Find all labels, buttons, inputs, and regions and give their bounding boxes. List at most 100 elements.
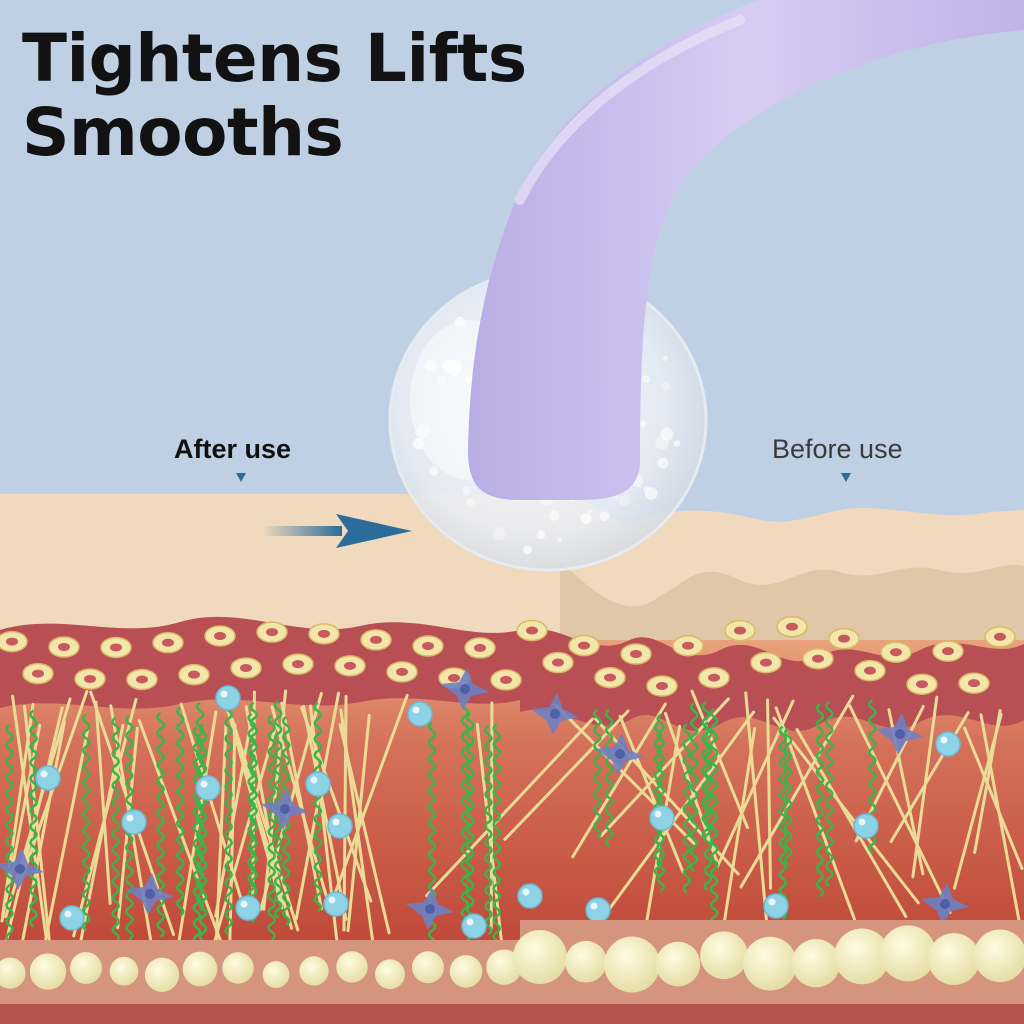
cell-nucleus xyxy=(266,628,278,637)
bottom-tissue xyxy=(0,1004,1024,1024)
cell-nucleus xyxy=(682,641,694,650)
cell-group xyxy=(0,615,1016,697)
collagen-fiber xyxy=(333,693,409,895)
epidermis-shadow xyxy=(560,560,1024,640)
cell-nucleus xyxy=(214,631,226,640)
fat-globule xyxy=(486,949,522,985)
elastin-fiber xyxy=(29,709,38,928)
droplet-highlight xyxy=(220,690,228,698)
droplet xyxy=(763,893,789,919)
droplet-highlight xyxy=(332,818,340,826)
elastin-fiber xyxy=(815,703,825,898)
droplet xyxy=(461,913,487,939)
headline-line-2: Smooths xyxy=(22,94,344,171)
arrow-right-icon xyxy=(262,514,412,548)
collagen-fiber xyxy=(137,719,222,942)
elastin-fiber xyxy=(111,716,120,943)
collagen-fiber xyxy=(744,691,770,942)
cell-nucleus xyxy=(188,670,200,679)
device-handle xyxy=(468,0,1024,500)
collagen-fiber xyxy=(952,712,1003,890)
cell-nucleus xyxy=(708,673,720,682)
collagen-fiber xyxy=(719,727,757,942)
fat-globule xyxy=(412,951,444,984)
fibroblast-nucleus xyxy=(425,904,435,914)
cell-nucleus xyxy=(942,647,954,656)
fibroblast-nucleus xyxy=(15,864,25,874)
cell-nucleus xyxy=(422,642,434,651)
cell-nucleus xyxy=(838,634,850,643)
droplet-highlight xyxy=(768,898,776,906)
elastin-fiber xyxy=(703,721,713,892)
fat-globule xyxy=(655,941,701,987)
droplet xyxy=(853,813,879,839)
droplet xyxy=(215,685,241,711)
headline: Tightens Lifts Smooths xyxy=(22,22,527,170)
cell-nucleus xyxy=(240,663,252,672)
cell-nucleus xyxy=(604,673,616,682)
fat-globule xyxy=(109,956,139,986)
collagen-fiber xyxy=(963,726,1024,870)
fibroblast-nucleus xyxy=(615,749,625,759)
collagen-fiber xyxy=(772,716,920,905)
fat-globule xyxy=(604,936,660,993)
device-handle-highlight xyxy=(515,15,745,205)
cell-nucleus xyxy=(968,679,980,688)
elastin-fiber xyxy=(247,712,256,923)
roller-speckle xyxy=(580,512,592,525)
roller-speckle xyxy=(673,440,680,447)
fibroblast-nucleus xyxy=(280,804,290,814)
roller-speckle xyxy=(662,355,668,361)
droplet-highlight xyxy=(522,888,530,896)
droplet xyxy=(649,805,675,831)
droplet xyxy=(327,813,353,839)
cell-nucleus xyxy=(162,638,174,647)
cell-nucleus xyxy=(656,681,668,690)
elastin-fiber xyxy=(593,708,602,839)
droplet xyxy=(195,775,221,801)
elastin-fiber xyxy=(460,699,470,918)
fat-globule xyxy=(791,939,841,988)
fat-globule xyxy=(29,953,67,990)
roller-speckle xyxy=(661,382,671,391)
collagen-fiber xyxy=(848,704,952,915)
fat-globule xyxy=(70,952,102,985)
cell-nucleus xyxy=(110,643,122,652)
cell-nucleus xyxy=(864,666,876,675)
droplet-highlight xyxy=(40,770,48,778)
fibroblast-nucleus xyxy=(550,709,560,719)
roller-speckle xyxy=(599,511,610,522)
fat-globule xyxy=(336,951,368,983)
collagen-fiber xyxy=(300,706,373,903)
cell-nucleus xyxy=(734,626,746,635)
fat-globule xyxy=(928,933,980,985)
collagen-fiber xyxy=(11,694,48,938)
after-use-label: After use xyxy=(174,434,292,464)
elastin-fiber xyxy=(783,727,793,866)
cell-nucleus xyxy=(812,654,824,663)
cell-nucleus xyxy=(526,626,538,635)
collagen-fiber xyxy=(425,717,594,898)
elastin-fiber xyxy=(825,700,834,887)
collagen-fiber xyxy=(766,698,773,890)
elastin-fibers xyxy=(5,699,877,959)
droplet-highlight xyxy=(200,780,208,788)
droplet-highlight xyxy=(64,910,72,918)
cell-nucleus xyxy=(474,643,486,652)
droplet xyxy=(235,895,261,921)
fibroblast-nucleus xyxy=(940,899,950,909)
fibroblast-nucleus xyxy=(460,684,470,694)
roller-speckle xyxy=(464,375,474,384)
cell-nucleus xyxy=(6,637,18,646)
collagen-fiber xyxy=(230,718,300,932)
cell-nucleus xyxy=(292,660,304,669)
elastin-fiber xyxy=(682,723,692,894)
collagen-fiber xyxy=(214,722,228,942)
cell-nucleus xyxy=(370,635,382,644)
collagen-fiber xyxy=(571,702,667,859)
roller-speckle xyxy=(523,545,532,555)
headline-line-1: Tightens Lifts xyxy=(22,20,527,97)
elastin-fiber xyxy=(198,723,208,950)
elastin-fiber xyxy=(192,726,202,953)
